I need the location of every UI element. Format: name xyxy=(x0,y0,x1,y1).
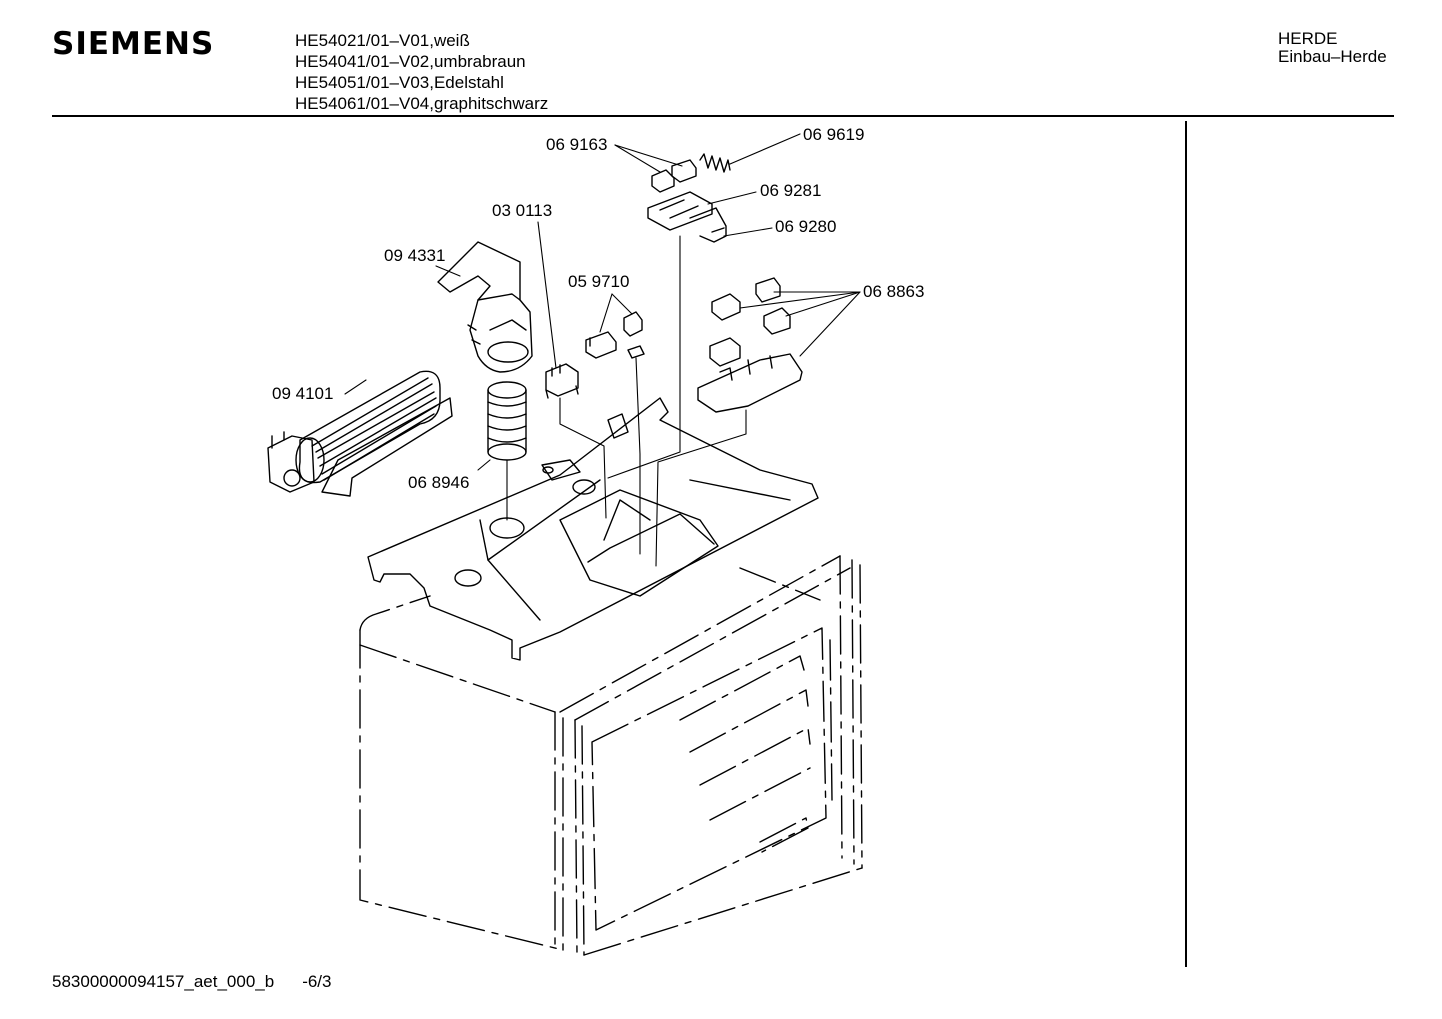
switch-part-03-0113 xyxy=(545,363,579,399)
fan-housing-part xyxy=(437,241,533,373)
model-line: HE54041/01–V02,umbrabraun xyxy=(295,52,526,71)
oven-door-opening xyxy=(591,627,833,931)
footer: 58300000094157_aet_000_b -6/3 xyxy=(52,972,331,992)
callout-06-8946: 06 8946 xyxy=(408,473,469,492)
fan-wheel-part xyxy=(487,381,527,461)
callout-06-9281: 06 9281 xyxy=(760,181,821,200)
model-line: HE54021/01–V01,weiß xyxy=(295,31,470,50)
callout-06-8863: 06 8863 xyxy=(863,282,924,301)
side-divider xyxy=(1185,121,1187,967)
callout-09-4101: 09 4101 xyxy=(272,384,333,403)
callout-labels: 06 9163 06 9619 06 9281 06 9280 03 0113 … xyxy=(272,125,924,492)
callout-06-9163: 06 9163 xyxy=(546,135,607,154)
page-number: -6/3 xyxy=(302,972,332,991)
category-block: HERDE Einbau–Herde xyxy=(1278,30,1387,66)
model-line: HE54061/01–V04,graphitschwarz xyxy=(295,94,549,113)
model-line: HE54051/01–V03,Edelstahl xyxy=(295,73,504,92)
switch-part-05-9710 xyxy=(585,311,645,359)
callout-06-9280: 06 9280 xyxy=(775,217,836,236)
callout-05-9710: 05 9710 xyxy=(568,272,629,291)
leader-lines xyxy=(344,133,861,471)
callout-06-9619: 06 9619 xyxy=(803,125,864,144)
oven-cavity xyxy=(359,555,863,956)
door-lock-parts xyxy=(647,159,727,243)
bracket-part xyxy=(607,413,629,439)
callout-09-4331: 09 4331 xyxy=(384,246,445,265)
header-divider xyxy=(52,115,1394,117)
document-id: 58300000094157_aet_000_b xyxy=(52,972,275,991)
category-title: HERDE xyxy=(1278,29,1338,48)
category-subtitle: Einbau–Herde xyxy=(1278,47,1387,66)
top-cover-plate xyxy=(367,397,819,661)
spring-part xyxy=(699,153,731,173)
switch-block-parts xyxy=(697,277,803,413)
callout-03-0113: 03 0113 xyxy=(492,201,552,220)
assembly-lines xyxy=(506,235,747,567)
tangential-fan-part xyxy=(267,370,453,497)
brand-logo: SIEMENS xyxy=(52,26,215,62)
model-list: HE54021/01–V01,weiß HE54041/01–V02,umbra… xyxy=(295,30,548,114)
